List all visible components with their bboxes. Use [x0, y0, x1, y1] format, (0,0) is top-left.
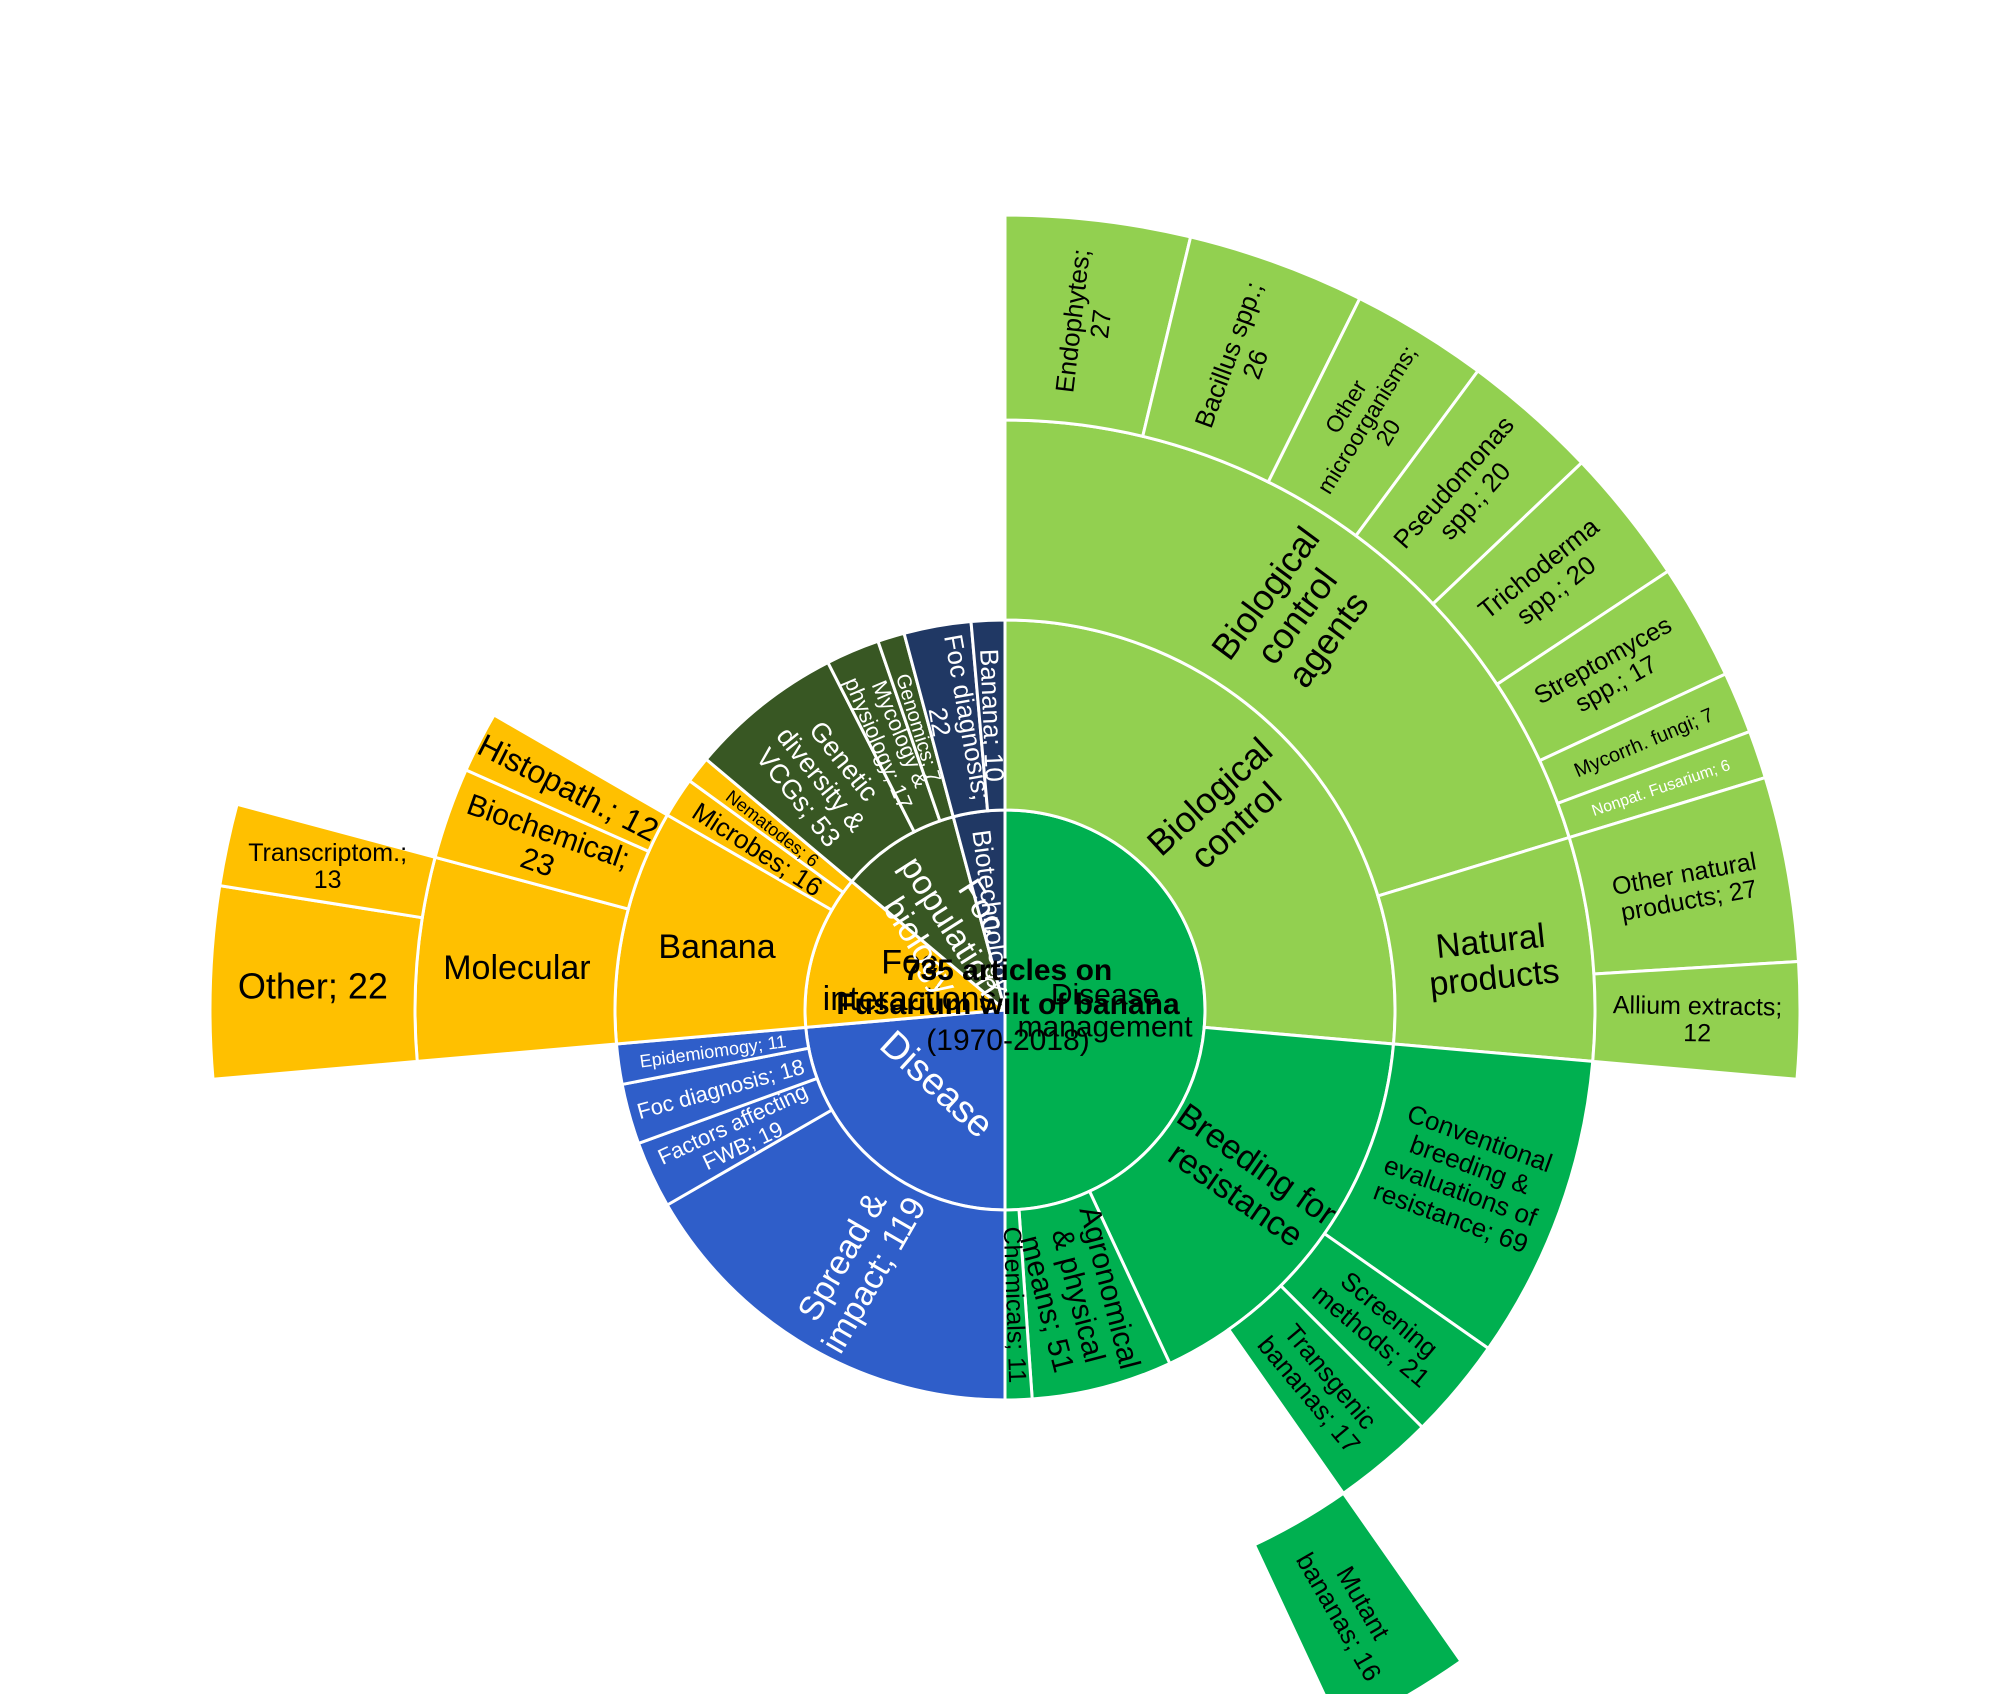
center-label: 735 articles on Fusarium wilt of banana …: [836, 954, 1180, 1057]
segment-label-other22: Other; 22: [238, 965, 388, 1006]
sunburst-segment-mutant: [1252, 1491, 1464, 1694]
segment-label-line: Allium extracts;: [1613, 991, 1783, 1021]
segment-label-line: 27: [1084, 308, 1117, 340]
segment-label-np: Naturalproducts: [1424, 916, 1562, 1004]
segment-label-chem: Chemicals; 11: [998, 1226, 1031, 1383]
segment-label-line: Foc: [881, 943, 938, 981]
sunburst-segment-histo: [464, 712, 670, 854]
segment-label-line: 22: [923, 705, 958, 739]
segment-label-line: Transcriptom.;: [248, 839, 407, 867]
segment-label-line: Banana; 10: [974, 648, 1010, 782]
center-title-line2: Fusarium wilt of banana: [836, 988, 1180, 1021]
segment-label-line: 13: [314, 866, 342, 894]
center-title-line1: 735 articles on: [904, 954, 1112, 987]
sunburst-segment-spread: [665, 1107, 1007, 1402]
segment-label-molec: Molecular: [443, 949, 590, 987]
center-subtitle: (1970-2018): [926, 1024, 1089, 1057]
segment-label-line: Other; 22: [238, 965, 388, 1006]
segment-label-transc: Transcriptom.;13: [248, 839, 407, 894]
segment-label-line: Banana: [658, 928, 775, 966]
segment-label-line: management: [1017, 1011, 1193, 1044]
sunburst-segment-transc: [218, 802, 437, 920]
sunburst-segment-allium: [1591, 959, 1802, 1081]
segment-label-banana: Banana: [658, 928, 775, 966]
segment-label-line: Chemicals; 11: [998, 1226, 1031, 1383]
segment-label-banana10: Banana; 10: [974, 648, 1010, 782]
segment-label-line: 12: [1683, 1019, 1711, 1047]
sunburst-segment-trans: [1226, 1283, 1425, 1496]
segment-label-line: interactions: [823, 980, 997, 1018]
segment-label-allium: Allium extracts;12: [1612, 991, 1782, 1048]
segment-label-line: Molecular: [443, 949, 590, 987]
sunburst-segment-banana10: [969, 618, 1007, 813]
sunburst-segments: [208, 213, 1802, 1694]
segment-label-line: Disease: [1051, 978, 1159, 1011]
